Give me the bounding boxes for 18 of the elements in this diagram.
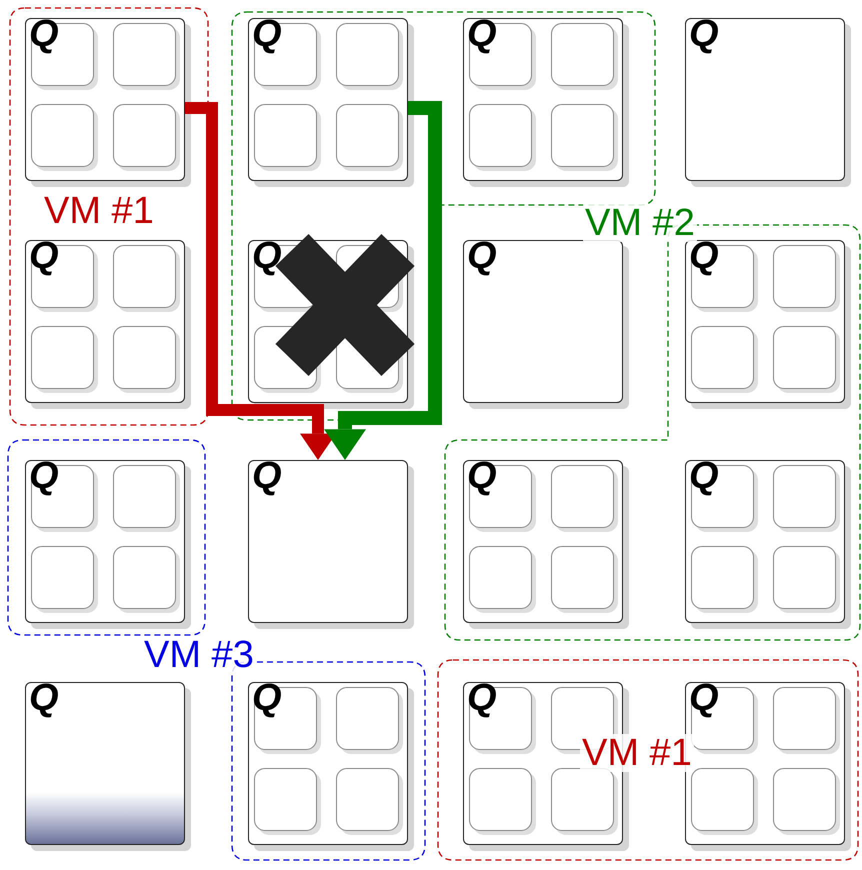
tile-label: Q bbox=[252, 679, 282, 717]
tile-label: Q bbox=[467, 237, 497, 275]
tile-label: Q bbox=[467, 457, 497, 495]
arrow bbox=[324, 101, 442, 460]
vm-label: VM #1 bbox=[580, 734, 694, 772]
vm-label: VM #2 bbox=[583, 204, 697, 242]
tile-label: Q bbox=[689, 457, 719, 495]
tile-label: Q bbox=[467, 679, 497, 717]
tile-label: Q bbox=[29, 237, 59, 275]
tile-label: Q bbox=[252, 15, 282, 53]
tile-label: Q bbox=[467, 15, 497, 53]
tile-label: Q bbox=[689, 679, 719, 717]
tile-label: Q bbox=[29, 457, 59, 495]
tile-label: Q bbox=[29, 679, 59, 717]
tile-label: Q bbox=[252, 457, 282, 495]
tile-label: Q bbox=[689, 15, 719, 53]
tile-label: Q bbox=[29, 15, 59, 53]
tile-label: Q bbox=[252, 237, 282, 275]
